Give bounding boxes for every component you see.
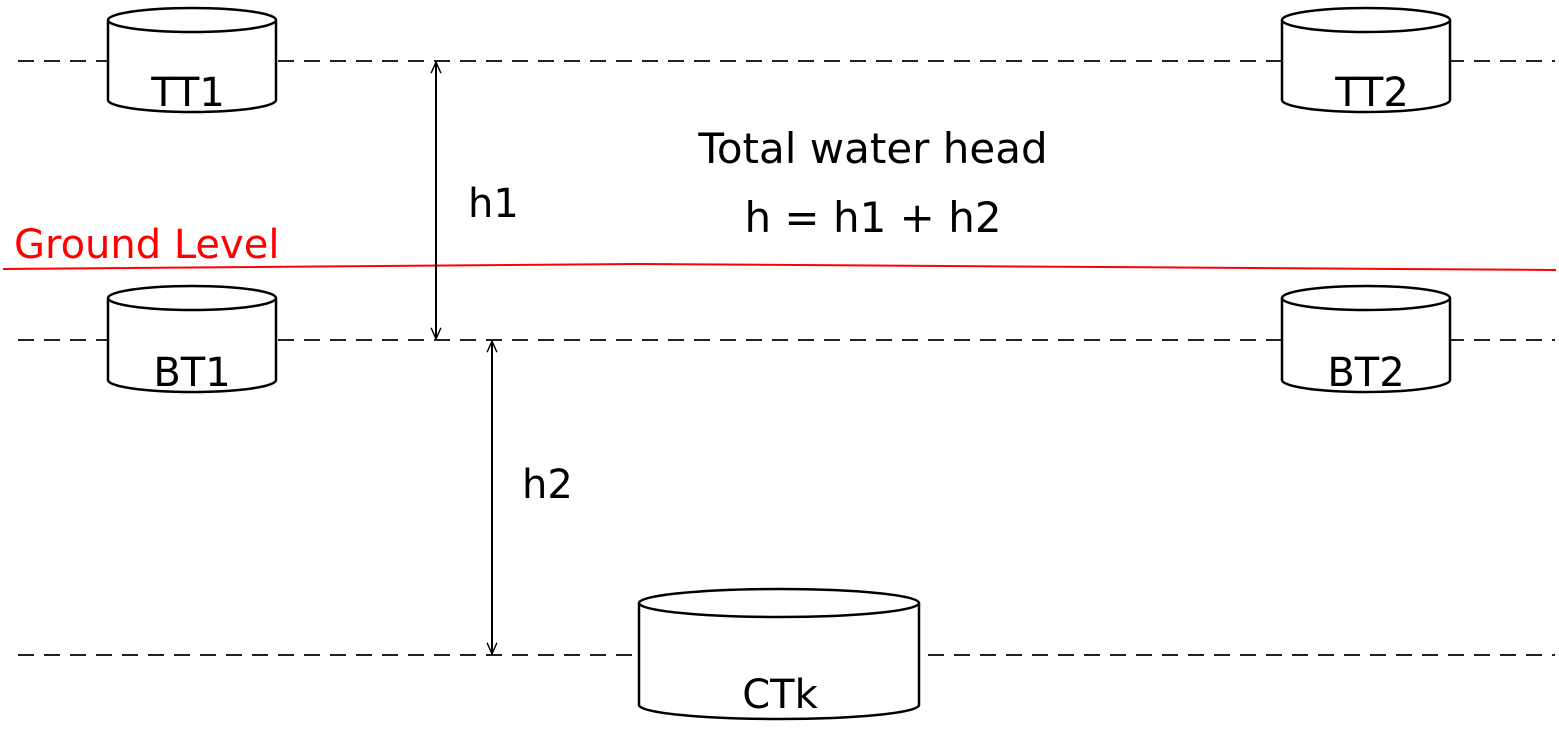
tank-tt2-label: TT2 — [1334, 70, 1409, 116]
tank-bt2: BT2 — [1280, 284, 1452, 396]
ground-level-label: Ground Level — [14, 222, 279, 268]
tank-ctk-label: CTk — [742, 672, 818, 718]
tank-tt2: TT2 — [1280, 6, 1452, 116]
tank-ctk: CTk — [637, 587, 921, 721]
tank-bt1-label: BT1 — [153, 350, 230, 396]
ground-level-line — [2, 262, 1557, 271]
h2-label: h2 — [522, 462, 573, 508]
tank-tt1: TT1 — [106, 6, 278, 116]
total-head-formula: h = h1 + h2 — [744, 193, 1001, 242]
h1-label: h1 — [468, 181, 519, 227]
total-head-title: Total water head — [697, 124, 1047, 173]
tank-tt1-label: TT1 — [150, 70, 225, 116]
tank-bt1: BT1 — [106, 284, 278, 396]
tank-bt2-label: BT2 — [1327, 350, 1404, 396]
